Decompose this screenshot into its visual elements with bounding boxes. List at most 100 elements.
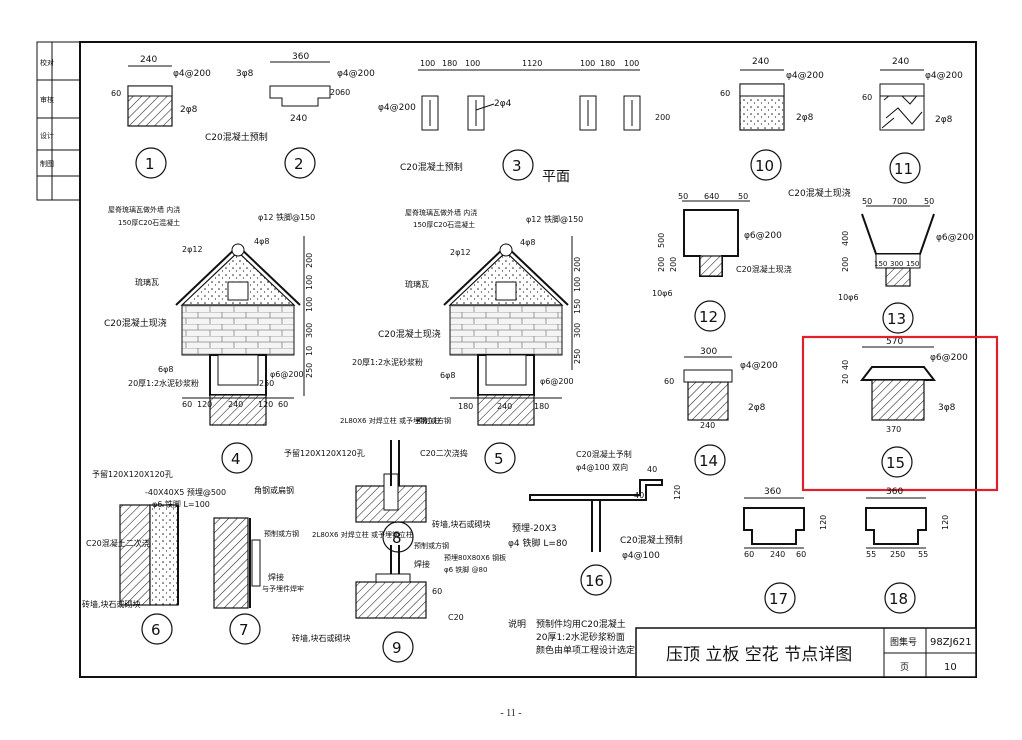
stamp-text-1: 审核 <box>40 95 54 104</box>
svg-text:200: 200 <box>655 113 670 122</box>
svg-text:60: 60 <box>796 550 806 559</box>
svg-text:予留120X120X120孔: 予留120X120X120孔 <box>284 448 365 458</box>
svg-text:570: 570 <box>886 337 903 347</box>
svg-text:5: 5 <box>494 450 504 468</box>
svg-text:60: 60 <box>664 377 674 386</box>
detail-18: 360 120 55 250 55 18 <box>865 487 950 614</box>
svg-text:φ4@200: φ4@200 <box>925 71 963 81</box>
svg-text:预制件均用C20混凝土: 预制件均用C20混凝土 <box>536 618 626 630</box>
svg-text:640: 640 <box>704 192 719 201</box>
detail-15: 570 20 40 φ6@200 3φ8 370 15 <box>841 337 968 478</box>
svg-text:120: 120 <box>258 400 273 409</box>
svg-text:预埋-20X3: 预埋-20X3 <box>512 523 557 534</box>
svg-text:4: 4 <box>231 450 241 468</box>
svg-text:180: 180 <box>442 59 457 68</box>
svg-text:焊接: 焊接 <box>414 559 430 569</box>
svg-text:150: 150 <box>874 260 887 268</box>
svg-text:焊接: 焊接 <box>268 572 284 582</box>
svg-text:φ6@200: φ6@200 <box>540 377 574 386</box>
svg-text:φ4@200: φ4@200 <box>786 71 824 81</box>
svg-text:240: 240 <box>770 550 785 559</box>
svg-text:说明: 说明 <box>508 618 526 630</box>
svg-text:20: 20 <box>330 88 340 97</box>
notes: 说明 预制件均用C20混凝土 20厚1:2水泥砂浆粉面 颜色由单项工程设计选定 <box>508 618 635 656</box>
svg-text:φ6@200: φ6@200 <box>930 353 968 363</box>
svg-text:图集号: 图集号 <box>890 636 917 648</box>
svg-text:C20混凝土予制: C20混凝土予制 <box>576 449 632 459</box>
svg-text:150: 150 <box>573 299 582 314</box>
svg-text:360: 360 <box>292 52 309 62</box>
stamp-text-3: 制图 <box>40 159 54 168</box>
detail-5: 屋脊琉璃瓦做外墙 内浇 150厚C20石混凝土 φ12 铁脚@150 2φ12 … <box>352 208 583 474</box>
svg-text:50: 50 <box>678 192 688 201</box>
svg-text:与予埋件焊牢: 与予埋件焊牢 <box>262 584 304 593</box>
svg-text:10: 10 <box>944 662 957 673</box>
svg-text:14: 14 <box>699 452 718 470</box>
detail-17: 360 120 60 240 60 17 <box>743 487 828 614</box>
svg-text:7: 7 <box>239 621 249 639</box>
svg-text:1120: 1120 <box>522 59 542 68</box>
svg-text:240: 240 <box>228 400 243 409</box>
svg-text:φ4@200: φ4@200 <box>337 69 375 79</box>
svg-text:120: 120 <box>197 400 212 409</box>
svg-text:120: 120 <box>941 515 950 530</box>
svg-text:100: 100 <box>305 275 314 290</box>
svg-text:φ4@100: φ4@100 <box>622 551 660 561</box>
detail-1: 240 φ4@200 2φ8 60 1 <box>111 55 211 179</box>
svg-text:60: 60 <box>278 400 288 409</box>
svg-text:500: 500 <box>657 233 666 248</box>
svg-text:3φ8: 3φ8 <box>236 69 254 79</box>
detail-4: 屋脊琉璃瓦做外墙 内浇 150厚C20石混凝土 φ12 铁脚@150 2φ12 … <box>104 205 315 474</box>
svg-text:40: 40 <box>634 491 644 500</box>
svg-text:φ4@200: φ4@200 <box>173 69 211 79</box>
detail-3: 100 180 100 1120 100 180 100 200 φ4@200 … <box>378 59 670 185</box>
svg-text:60: 60 <box>182 400 192 409</box>
svg-text:2L80X6 对焊立柱 或予埋钢立柱: 2L80X6 对焊立柱 或予埋钢立柱 <box>340 416 441 425</box>
binding-strip <box>36 41 81 201</box>
svg-text:100: 100 <box>580 59 595 68</box>
svg-text:100: 100 <box>624 59 639 68</box>
svg-text:琉璃瓦: 琉璃瓦 <box>405 279 429 289</box>
svg-text:2φ12: 2φ12 <box>182 245 203 254</box>
svg-text:98ZJ621: 98ZJ621 <box>930 637 972 648</box>
svg-text:200: 200 <box>669 257 678 272</box>
svg-text:屋脊琉璃瓦做外墙 内浇: 屋脊琉璃瓦做外墙 内浇 <box>405 208 477 217</box>
svg-text:60: 60 <box>111 89 121 98</box>
svg-text:C20混凝土预制: C20混凝土预制 <box>620 534 683 546</box>
svg-text:φ6 铁脚 @80: φ6 铁脚 @80 <box>444 565 487 574</box>
svg-text:φ12 铁脚@150: φ12 铁脚@150 <box>526 214 583 224</box>
svg-text:C20混凝土预制: C20混凝土预制 <box>400 161 463 173</box>
svg-text:-40X40X5 预埋@500: -40X40X5 预埋@500 <box>145 487 226 497</box>
page-number: - 11 - <box>500 708 522 719</box>
svg-text:150厚C20石混凝土: 150厚C20石混凝土 <box>118 218 180 227</box>
svg-text:250: 250 <box>305 363 314 378</box>
svg-text:50: 50 <box>924 197 934 206</box>
svg-text:2φ12: 2φ12 <box>450 248 471 257</box>
svg-text:8: 8 <box>392 529 402 547</box>
detail-2: 360 240 20 60 3φ8 φ4@200 C20混凝土预制 2 <box>205 52 375 179</box>
svg-text:φ6@200: φ6@200 <box>936 233 974 243</box>
svg-text:11: 11 <box>894 160 913 178</box>
svg-text:16: 16 <box>585 572 604 590</box>
svg-text:200: 200 <box>841 257 850 272</box>
svg-text:55: 55 <box>918 550 928 559</box>
svg-text:200: 200 <box>305 253 314 268</box>
svg-text:C20混凝土现浇: C20混凝土现浇 <box>378 328 441 340</box>
svg-text:C20二次浇捣: C20二次浇捣 <box>420 448 468 458</box>
svg-text:2φ8: 2φ8 <box>180 105 198 115</box>
detail-8: 2L80X6 对焊立柱 或予埋钢立柱 预制或方钢 予留120X120X120孔 … <box>284 416 491 553</box>
detail-12: 50 640 50 500 200 200 φ6@200 C20混凝土现浇 10… <box>652 192 792 332</box>
svg-text:120: 120 <box>819 515 828 530</box>
svg-text:240: 240 <box>752 57 769 67</box>
drawing-frame <box>79 41 977 678</box>
svg-text:300: 300 <box>890 260 903 268</box>
svg-text:15: 15 <box>886 454 905 472</box>
stamp-column <box>37 42 80 200</box>
svg-text:砖墙,块石或砌块: 砖墙,块石或砌块 <box>292 633 351 643</box>
svg-text:12: 12 <box>699 308 718 326</box>
svg-text:4φ8: 4φ8 <box>520 238 535 247</box>
svg-text:4φ8: 4φ8 <box>254 237 269 246</box>
svg-text:55: 55 <box>866 550 876 559</box>
stamp-text-2: 设计 <box>40 131 54 140</box>
svg-text:角钢或扁钢: 角钢或扁钢 <box>254 485 294 495</box>
